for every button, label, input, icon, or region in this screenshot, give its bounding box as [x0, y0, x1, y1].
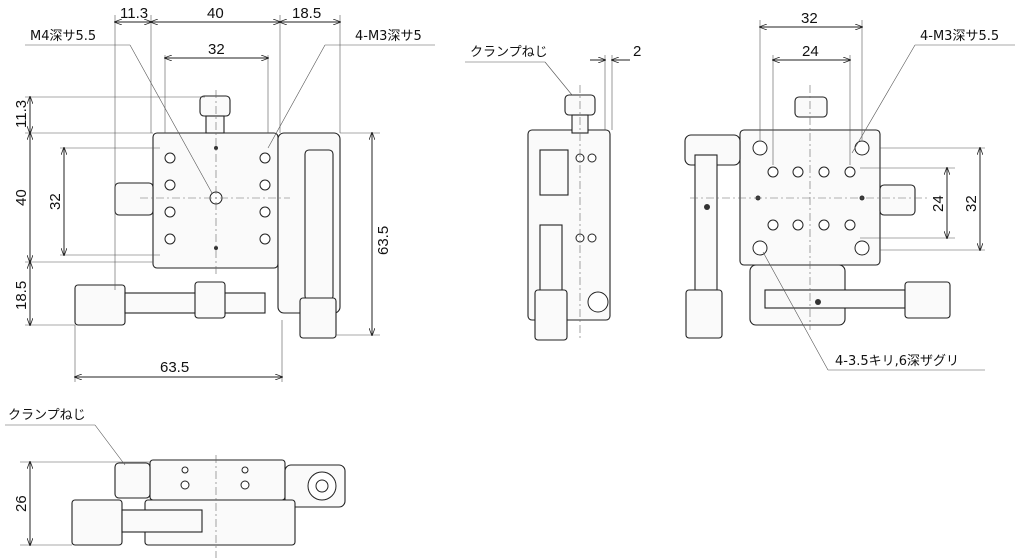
front-view: 11.3 40 18.5 32 11.3 40 18.5 32 63.5 — [13, 5, 435, 382]
bottom-view: 32 24 24 32 4-M3深サ5.5 4-3.5キリ,6深ザグリ — [684, 10, 1015, 371]
side-block — [539, 149, 569, 196]
dim-left-inner: 32 — [47, 193, 64, 210]
dim-inner-right: 24 — [930, 195, 947, 212]
dim-bottom-width: 63.5 — [160, 359, 189, 376]
lower-view: 26 クランプねじ — [5, 408, 346, 558]
label-clamp-screw-lower: クランプねじ — [8, 408, 86, 423]
side-micrometer-knob — [534, 289, 568, 341]
lower-top-plate — [149, 459, 286, 501]
label-tapped-holes: 4-M3深サ5.5 — [920, 29, 999, 44]
front-dimensions: 11.3 40 18.5 32 11.3 40 18.5 32 63.5 — [13, 5, 392, 382]
dim-top-right: 18.5 — [292, 5, 321, 22]
micrometer-knob-vertical — [299, 297, 337, 339]
dim-left-mid: 40 — [13, 189, 30, 206]
bottom-clamp-head — [794, 96, 828, 118]
bottom-micrometer-horizontal — [764, 289, 906, 309]
dim-offset: 2 — [633, 43, 641, 60]
lower-micrometer-knob — [71, 499, 123, 546]
side-micrometer — [539, 224, 563, 296]
dim-outer-top: 32 — [801, 10, 818, 27]
label-clamp-screw-side: クランプねじ — [470, 45, 548, 60]
dim-inner-top: 32 — [208, 41, 225, 58]
bottom-holes — [704, 140, 870, 305]
bottom-micrometer-vertical — [694, 154, 718, 291]
lower-micrometer-shaft — [121, 509, 203, 533]
label-counterbore-holes: 4-3.5キリ,6深ザグリ — [835, 354, 959, 369]
dim-right-height: 63.5 — [375, 226, 392, 255]
label-corner-holes: 4-M3深サ5 — [355, 29, 422, 44]
micrometer-knob-horizontal — [74, 284, 126, 326]
lower-clamp-screw — [114, 462, 151, 499]
bottom-knob-vertical — [685, 289, 723, 339]
micrometer-vertical — [304, 149, 334, 301]
clamp-screw-head — [199, 95, 231, 117]
mounting-holes — [164, 146, 271, 250]
bottom-side-clamp — [879, 184, 916, 216]
side-view: 2 クランプねじ — [465, 43, 641, 341]
clamp-screw-shaft — [205, 115, 225, 134]
dim-top-mid: 40 — [207, 5, 224, 22]
side-knob-end — [587, 291, 609, 313]
dim-top-left: 11.3 — [120, 5, 148, 22]
dim-inner-top-bottom: 24 — [802, 43, 819, 60]
dim-outer-right: 32 — [963, 195, 980, 212]
side-clamp-screw — [114, 182, 154, 216]
bottom-knob-horizontal — [904, 281, 951, 319]
dim-lower-height: 26 — [13, 495, 30, 512]
dim-left-top: 11.3 — [13, 100, 30, 128]
label-center-hole: M4深サ5.5 — [30, 29, 96, 44]
dim-left-bottom: 18.5 — [13, 281, 30, 310]
micrometer-nut — [194, 281, 226, 319]
